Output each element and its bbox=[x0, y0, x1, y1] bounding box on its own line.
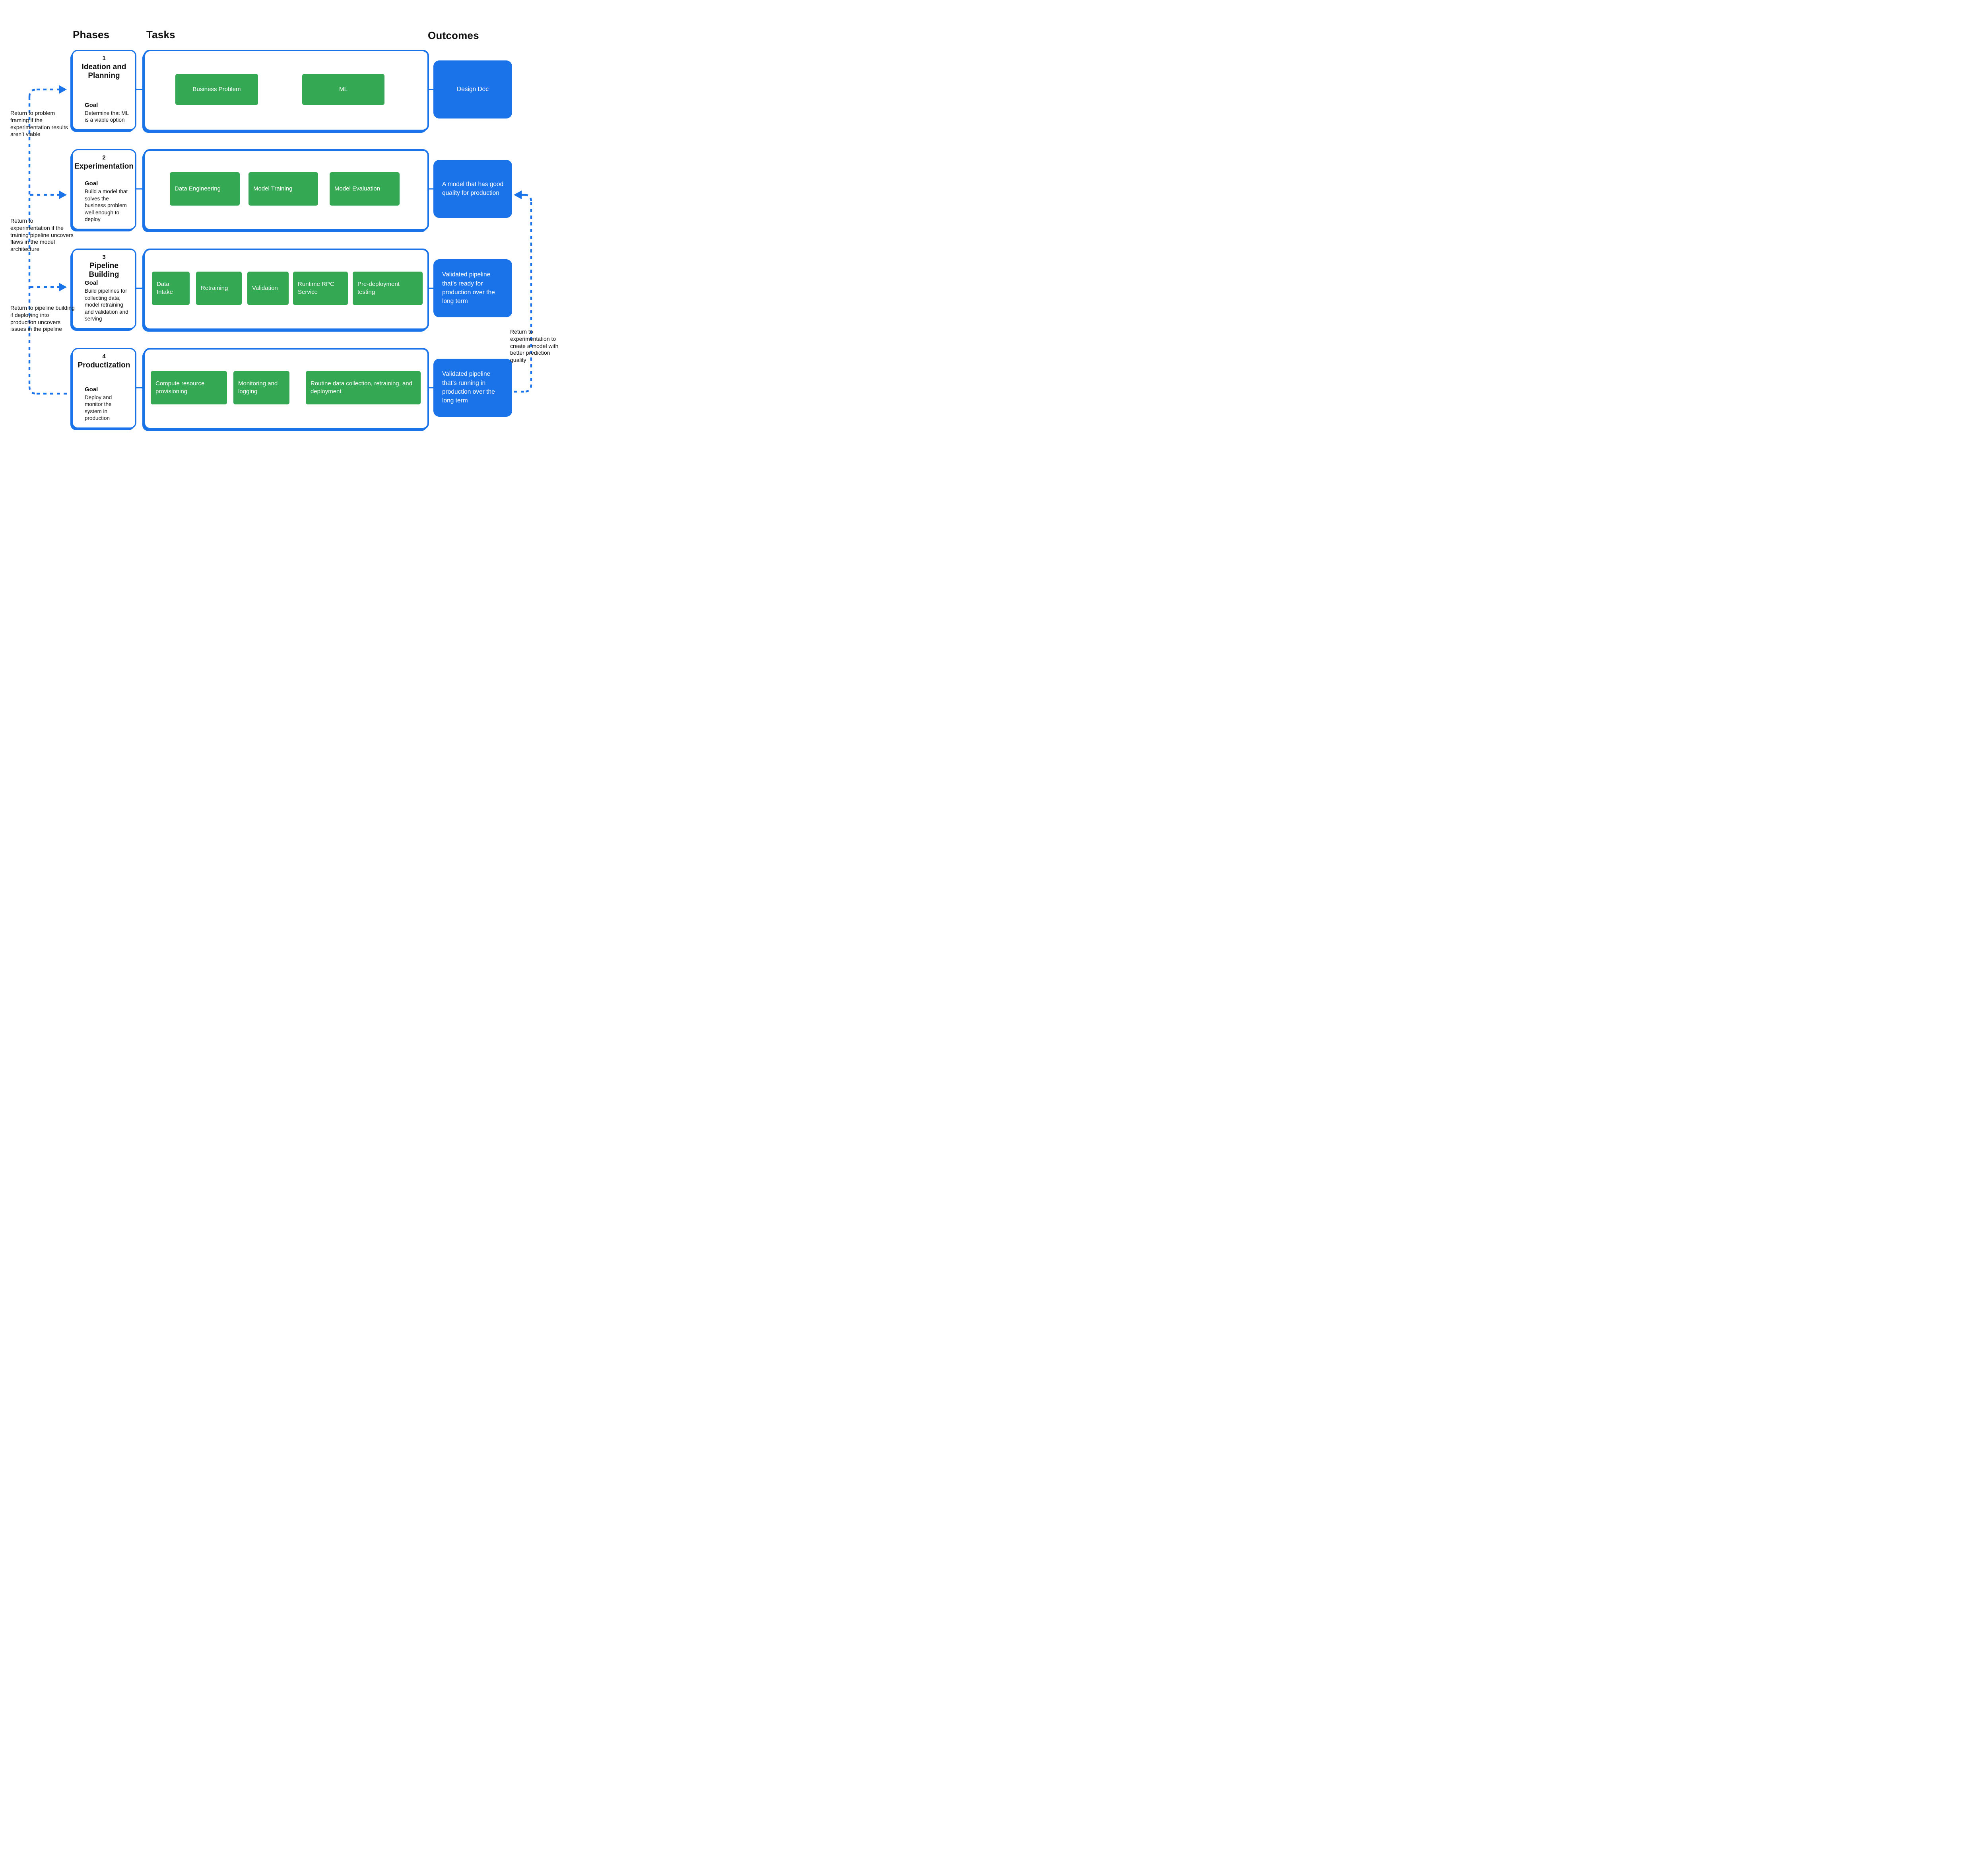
caption-return-experimentation-left: Return to experimentation if the trainin… bbox=[10, 218, 74, 253]
goal-text: Determine that ML is a viable option bbox=[85, 110, 129, 123]
task-monitoring-and-logging: Monitoring and logging bbox=[233, 371, 289, 404]
goal-text: Build a model that solves the business p… bbox=[85, 188, 128, 223]
task-routine-data-collection: Routine data collection, retraining, and… bbox=[306, 371, 421, 404]
task-connector-lines bbox=[190, 89, 353, 389]
phase-number: 4 bbox=[102, 353, 106, 360]
outcome-good-quality-model: A model that has good quality for produc… bbox=[433, 160, 512, 218]
task-model-training: Model Training bbox=[248, 172, 318, 206]
task-business-problem: Business Problem bbox=[175, 74, 258, 105]
task-validation: Validation bbox=[247, 272, 289, 305]
right-return-dotted-path bbox=[513, 194, 532, 393]
outcome-validated-pipeline-running: Validated pipeline that’s running in pro… bbox=[433, 359, 512, 417]
return-arrowhead-outcome2-icon bbox=[514, 190, 522, 199]
task-runtime-rpc-service: Runtime RPC Service bbox=[293, 272, 348, 305]
phase-box-ideation: 1 Ideation and Planning Goal Determine t… bbox=[72, 50, 136, 130]
return-arrowhead-phase1-icon bbox=[59, 85, 67, 94]
phase-title: Ideation and Planning bbox=[82, 63, 126, 80]
goal-text: Build pipelines for collecting data, mod… bbox=[85, 288, 128, 322]
goal-label: Goal bbox=[85, 101, 98, 109]
task-pre-deployment-testing: Pre-deployment testing bbox=[353, 272, 423, 305]
tasks-column-header: Tasks bbox=[146, 29, 175, 41]
phase-number: 2 bbox=[102, 154, 106, 161]
phase-box-pipeline-building: 3 Pipeline Building Goal Build pipelines… bbox=[72, 249, 136, 329]
phases-column-header: Phases bbox=[73, 29, 110, 41]
row-connector-lines bbox=[134, 89, 434, 389]
phase-title: Productization bbox=[78, 361, 130, 369]
return-arrowhead-phase2-icon bbox=[59, 190, 67, 199]
outcome-validated-pipeline-ready: Validated pipeline that’s ready for prod… bbox=[433, 259, 512, 317]
caption-return-pipeline-building: Return to pipeline building if deploying… bbox=[10, 305, 75, 332]
task-ml: ML bbox=[302, 74, 384, 105]
mlops-phases-diagram: Phases Tasks Outcomes 1 Ideation and Pla… bbox=[0, 0, 564, 465]
return-arrowhead-phase3-icon bbox=[59, 283, 67, 291]
phase-number: 1 bbox=[102, 55, 106, 62]
task-data-engineering: Data Engineering bbox=[170, 172, 240, 206]
caption-return-experimentation-right: Return to experimentation to create a mo… bbox=[510, 328, 559, 363]
outcomes-column-header: Outcomes bbox=[428, 29, 479, 41]
phase-box-experimentation: 2 Experimentation Goal Build a model tha… bbox=[72, 149, 136, 230]
task-retraining: Retraining bbox=[196, 272, 242, 305]
goal-label: Goal bbox=[85, 180, 98, 187]
phase-number: 3 bbox=[102, 254, 106, 260]
task-model-evaluation: Model Evaluation bbox=[330, 172, 400, 206]
goal-label: Goal bbox=[85, 386, 98, 393]
task-compute-resource-provisioning: Compute resource provisioning bbox=[151, 371, 227, 404]
phase-box-productization: 4 Productization Goal Deploy and monitor… bbox=[72, 348, 136, 429]
goal-text: Deploy and monitor the system in product… bbox=[85, 394, 112, 422]
phase-title: Pipeline Building bbox=[89, 262, 119, 279]
goal-label: Goal bbox=[85, 280, 98, 287]
caption-return-problem-framing: Return to problem framing if the experim… bbox=[10, 110, 68, 138]
left-return-dotted-path bbox=[28, 88, 72, 395]
phase-title: Experimentation bbox=[74, 162, 134, 171]
outcome-design-doc: Design Doc bbox=[433, 60, 512, 118]
task-data-intake: Data Intake bbox=[152, 272, 190, 305]
